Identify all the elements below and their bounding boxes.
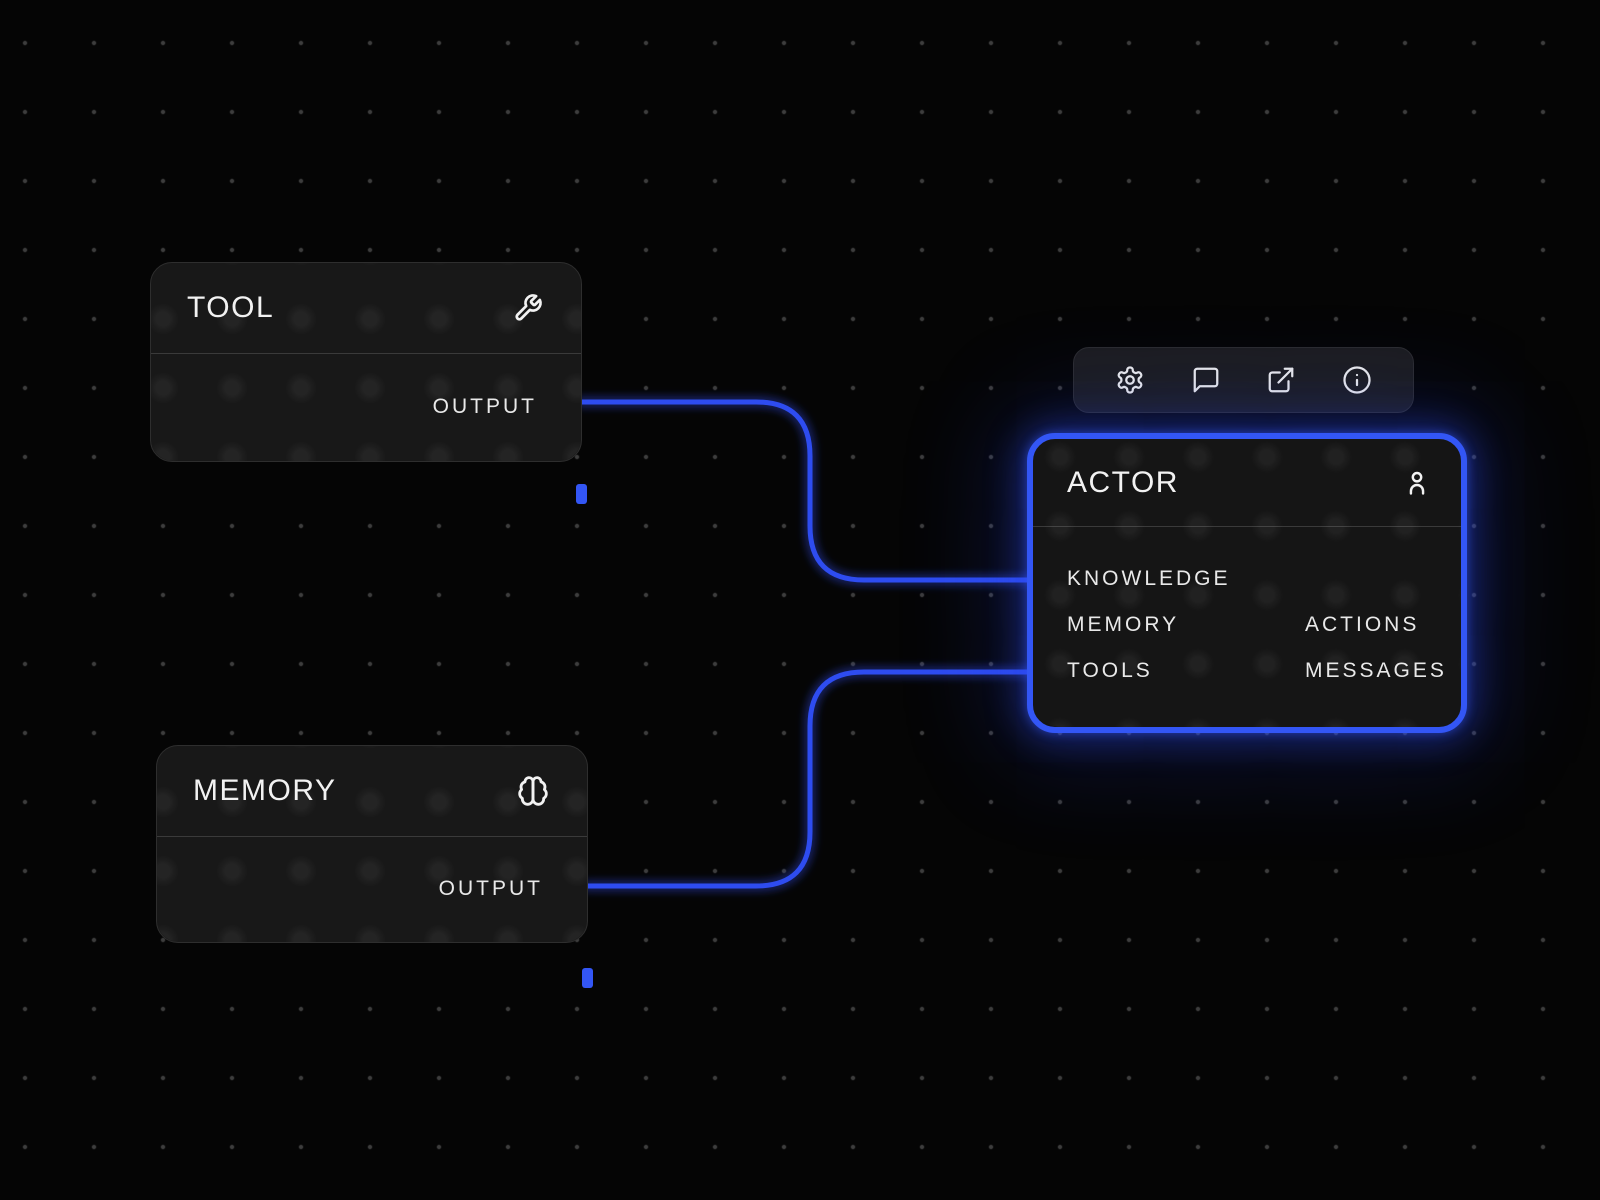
chat-bubble-icon bbox=[1191, 365, 1221, 395]
gear-icon bbox=[1115, 365, 1145, 395]
node-actor-body: KNOWLEDGE MEMORY TOOLS ACTIONS MESSAGES bbox=[1033, 527, 1461, 726]
info-icon bbox=[1342, 365, 1372, 395]
node-title: ACTOR bbox=[1067, 465, 1179, 499]
node-actor-header: ACTOR bbox=[1033, 439, 1461, 527]
node-memory-header: MEMORY bbox=[157, 746, 587, 837]
wrench-icon bbox=[513, 293, 543, 323]
open-external-button[interactable] bbox=[1261, 360, 1301, 400]
node-tool[interactable]: TOOL OUTPUT bbox=[150, 262, 587, 504]
connection-memory-to-actor bbox=[582, 666, 1040, 892]
node-toolbar bbox=[1073, 347, 1414, 413]
brain-icon bbox=[517, 775, 549, 807]
output-port[interactable] bbox=[582, 968, 593, 988]
output-port-label: OUTPUT bbox=[438, 877, 543, 900]
external-link-icon bbox=[1266, 365, 1296, 395]
node-actor-selected[interactable]: ACTOR KNOWLEDGE MEMORY TOOLS ACTIONS MES… bbox=[1027, 433, 1467, 733]
connection-wire[interactable] bbox=[579, 399, 1037, 583]
node-title: MEMORY bbox=[193, 774, 337, 807]
connection-tool-to-actor bbox=[576, 396, 1040, 586]
node-tool-header: TOOL bbox=[151, 263, 581, 354]
node-title: TOOL bbox=[187, 291, 275, 324]
info-button[interactable] bbox=[1337, 360, 1377, 400]
input-port-tools[interactable]: TOOLS bbox=[1067, 659, 1153, 682]
comment-button[interactable] bbox=[1186, 360, 1226, 400]
output-port-label: OUTPUT bbox=[432, 395, 537, 418]
connection-wire[interactable] bbox=[585, 669, 1037, 889]
input-port-memory[interactable]: MEMORY bbox=[1067, 613, 1180, 636]
person-icon bbox=[1403, 469, 1431, 497]
settings-button[interactable] bbox=[1110, 360, 1150, 400]
output-port-messages[interactable]: MESSAGES bbox=[1305, 659, 1447, 682]
node-memory[interactable]: MEMORY OUTPUT bbox=[156, 745, 593, 988]
node-memory-body: OUTPUT bbox=[157, 837, 593, 988]
input-port-knowledge[interactable]: KNOWLEDGE bbox=[1067, 567, 1231, 590]
output-port[interactable] bbox=[576, 484, 587, 504]
output-port-actions[interactable]: ACTIONS bbox=[1305, 613, 1420, 636]
node-tool-body: OUTPUT bbox=[151, 354, 587, 504]
